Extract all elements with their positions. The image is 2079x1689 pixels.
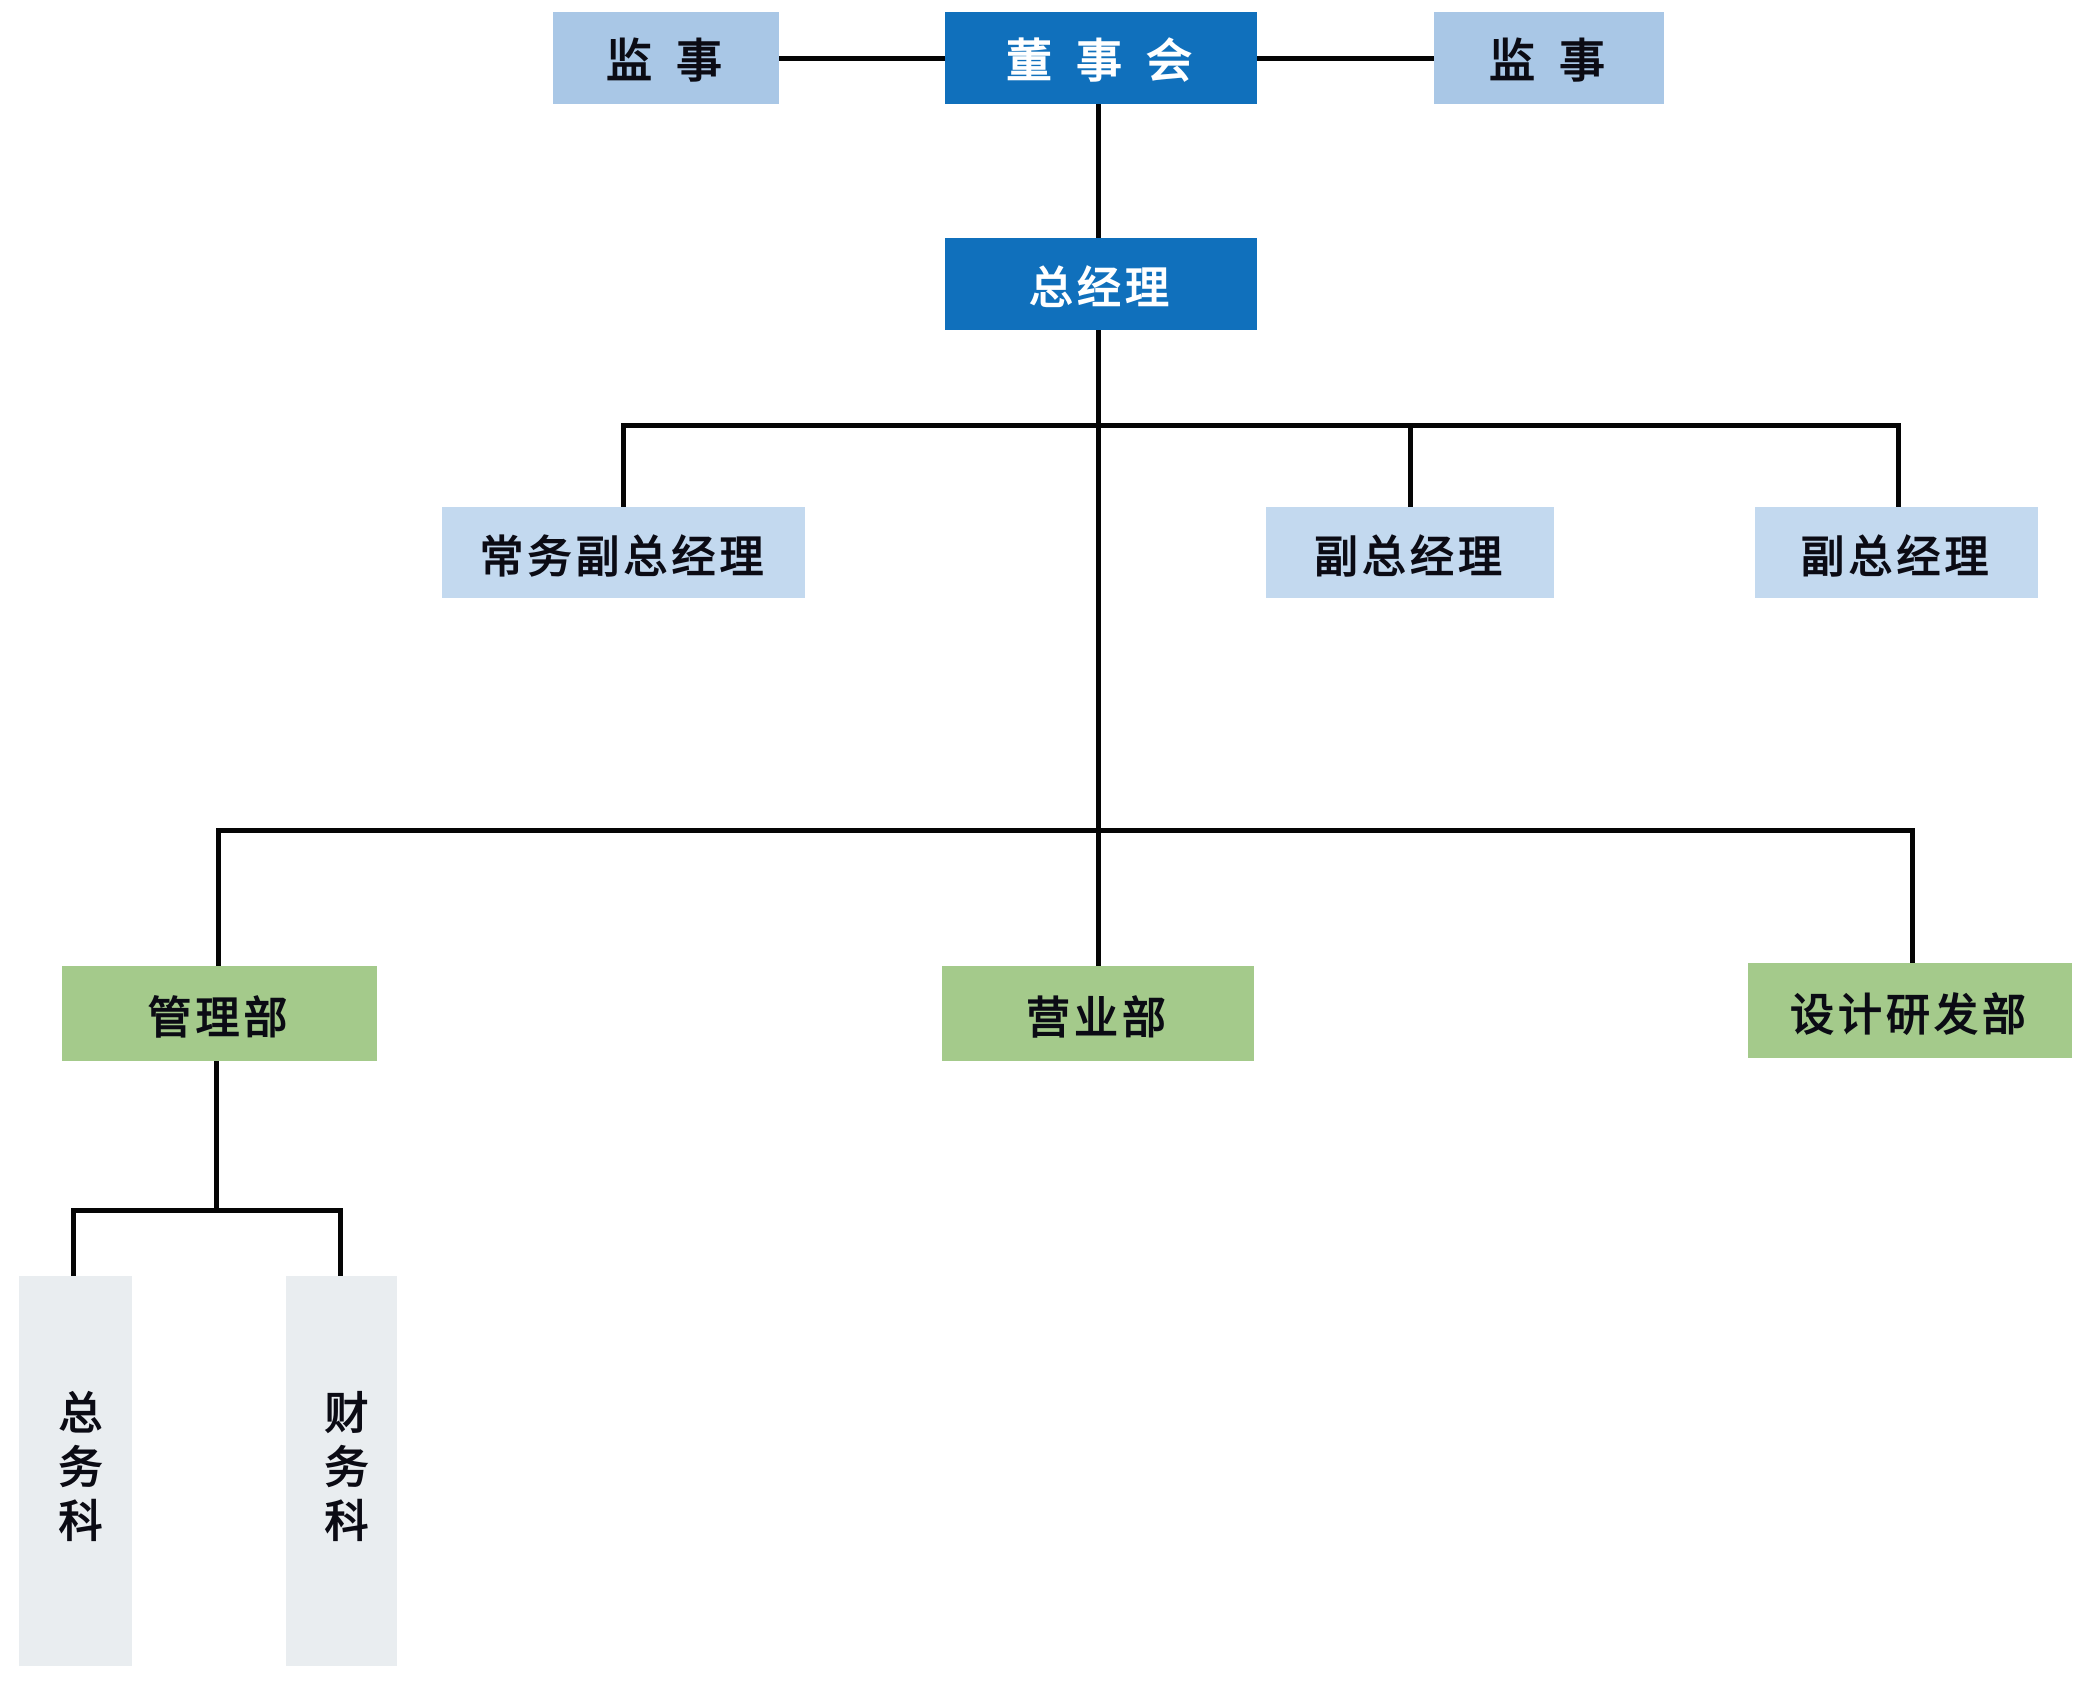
org-node-sales-department-label: 营业部 — [1026, 992, 1170, 1044]
org-node-deputy-general-manager-1-label: 副总经理 — [1314, 531, 1506, 583]
edge-drop-deputy-gm-1 — [1408, 423, 1413, 507]
org-node-general-affairs-section: 总务科 — [19, 1276, 132, 1666]
edge-supervisor-left-to-board — [779, 56, 945, 61]
org-node-deputy-general-manager-2: 副总经理 — [1755, 507, 2038, 598]
org-node-supervisor-left-label: 监 事 — [605, 34, 726, 88]
edge-level2-rail — [621, 423, 1901, 428]
org-node-design-rd-department: 设计研发部 — [1748, 963, 2072, 1058]
org-node-supervisor-left: 监 事 — [553, 12, 779, 104]
org-node-general-manager: 总经理 — [945, 238, 1257, 330]
org-node-supervisor-right: 监 事 — [1434, 12, 1664, 104]
edge-drop-exec-deputy-gm — [621, 423, 626, 507]
edge-general-manager-trunk — [1096, 330, 1101, 968]
edge-drop-finance — [338, 1208, 343, 1276]
edge-board-to-general-manager — [1096, 104, 1101, 238]
org-node-finance-section-label: 财务科 — [316, 1390, 368, 1552]
org-node-finance-section: 财务科 — [286, 1276, 397, 1666]
org-node-design-rd-department-label: 设计研发部 — [1790, 989, 2030, 1041]
org-node-general-affairs-section-label: 总务科 — [50, 1390, 102, 1552]
org-node-executive-deputy-general-manager-label: 常务副总经理 — [479, 531, 768, 583]
org-node-board-of-directors: 董 事 会 — [945, 12, 1257, 104]
org-node-board-of-directors-label: 董 事 会 — [1005, 34, 1197, 88]
org-node-deputy-general-manager-1: 副总经理 — [1266, 507, 1554, 598]
edge-management-sub-rail — [71, 1208, 343, 1213]
org-node-executive-deputy-general-manager: 常务副总经理 — [442, 507, 805, 598]
org-node-supervisor-right-label: 监 事 — [1488, 34, 1609, 88]
edge-drop-design-rd-dept — [1910, 828, 1915, 966]
org-node-sales-department: 营业部 — [942, 966, 1254, 1061]
org-node-deputy-general-manager-2-label: 副总经理 — [1800, 531, 1993, 583]
edge-management-dept-stem — [214, 1061, 219, 1212]
edge-board-to-supervisor-right — [1257, 56, 1434, 61]
edge-drop-deputy-gm-2 — [1896, 423, 1901, 507]
org-node-general-manager-label: 总经理 — [1029, 263, 1173, 314]
edge-drop-general-affairs — [71, 1208, 76, 1276]
edge-level3-rail — [216, 828, 1915, 833]
edge-drop-management-dept — [216, 828, 221, 968]
org-node-management-department-label: 管理部 — [147, 992, 292, 1044]
org-node-management-department: 管理部 — [62, 966, 377, 1061]
